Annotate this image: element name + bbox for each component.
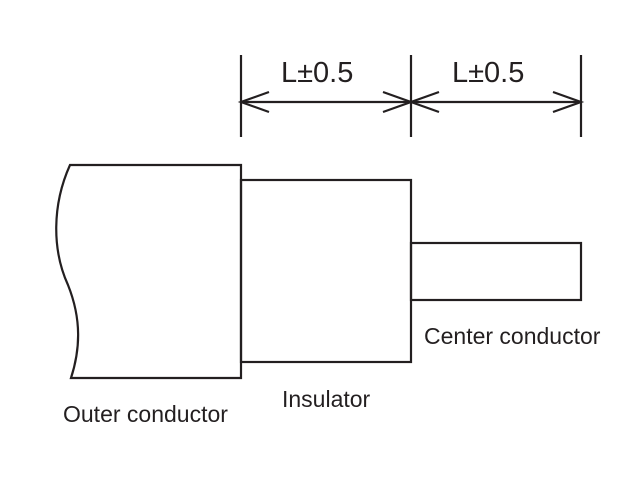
center-conductor-shape — [409, 241, 583, 302]
insulator-shape — [239, 178, 413, 364]
insulator-label: Insulator — [282, 386, 371, 412]
center-conductor-label: Center conductor — [424, 323, 601, 349]
dimension-label-right: L±0.5 — [452, 57, 525, 89]
arrowhead-right-end — [552, 90, 585, 114]
dimension-label-left: L±0.5 — [281, 57, 354, 89]
arrowhead-right-start — [407, 90, 440, 114]
outer-conductor-shape — [55, 163, 243, 380]
arrowhead-left-start — [237, 90, 270, 114]
outer-conductor-label: Outer conductor — [63, 401, 228, 427]
